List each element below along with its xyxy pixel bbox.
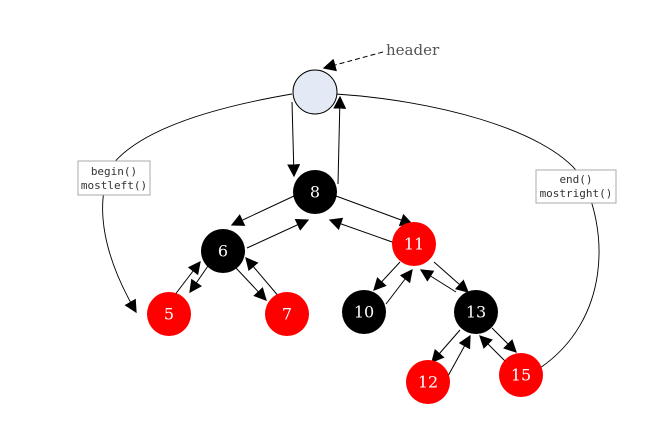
node-11-circle	[392, 222, 436, 266]
node-8-circle	[293, 170, 337, 214]
node-5-label: 5	[164, 305, 174, 324]
node-12-circle	[406, 360, 450, 404]
begin-label: begin()	[91, 165, 137, 178]
tree-edges	[173, 195, 517, 377]
end-mostright-box: end() mostright()	[535, 169, 617, 204]
header-to-root-arrow	[287, 101, 301, 178]
node-13: 13	[454, 290, 498, 334]
node-5: 5	[147, 292, 191, 336]
begin-mostleft-box: begin() mostleft()	[77, 160, 151, 196]
node-5-circle	[147, 292, 191, 336]
node-7-label: 7	[282, 305, 292, 324]
node-13-label: 13	[466, 303, 486, 322]
node-8-label: 8	[310, 183, 320, 202]
header-node	[292, 69, 338, 115]
node-10-label: 10	[354, 303, 374, 322]
node-7-circle	[265, 292, 309, 336]
root-to-header-arrow	[333, 95, 347, 185]
node-15-label: 15	[511, 366, 531, 385]
node-12: 12	[406, 360, 450, 404]
mostleft-label: mostleft()	[81, 179, 147, 192]
header-label: header	[386, 41, 440, 59]
node-12-label: 12	[418, 373, 438, 392]
node-8: 8	[293, 170, 337, 214]
node-15: 15	[499, 353, 543, 397]
end-label: end()	[559, 173, 592, 186]
node-7: 7	[265, 292, 309, 336]
mostright-label: mostright()	[540, 187, 613, 200]
node-6-circle	[201, 229, 245, 273]
header-pointer-arrow	[322, 51, 384, 72]
node-6: 6	[201, 229, 245, 273]
node-6-label: 6	[218, 242, 228, 261]
node-11: 11	[392, 222, 436, 266]
node-10: 10	[342, 290, 386, 334]
node-15-circle	[499, 353, 543, 397]
node-11-label: 11	[404, 235, 424, 254]
node-13-circle	[454, 290, 498, 334]
node-10-circle	[342, 290, 386, 334]
